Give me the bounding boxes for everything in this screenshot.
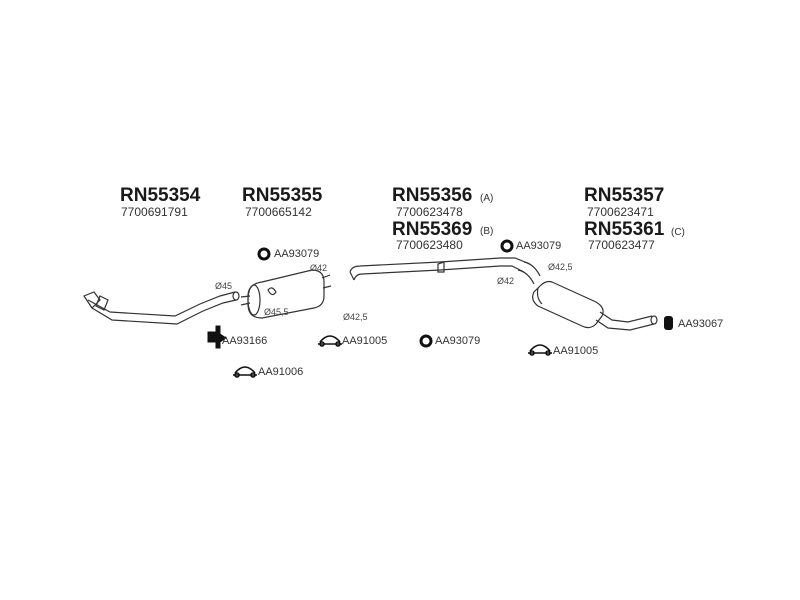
group-number-rn55369: 7700623480 bbox=[396, 238, 463, 252]
group-code-rn55355: RN55355 bbox=[242, 185, 323, 206]
group-number-rn55357: 7700623471 bbox=[587, 205, 654, 219]
part-label-clamp-right: AA91005 bbox=[553, 345, 599, 357]
group-number-rn55356: 7700623478 bbox=[396, 205, 463, 219]
intermediate-silencer bbox=[240, 269, 332, 319]
part-label-end-mount: AA93067 bbox=[678, 318, 724, 330]
group-code-rn55369: RN55369 bbox=[392, 219, 473, 240]
group-number-rn55354: 7700691791 bbox=[121, 205, 188, 219]
part-label-ring-mid-top: AA93079 bbox=[516, 240, 562, 252]
group-number-rn55355: 7700665142 bbox=[245, 205, 312, 219]
front-pipe bbox=[83, 291, 240, 325]
group-code-rn55356: RN55356 bbox=[392, 185, 473, 206]
part-label-clamp-left: AA91006 bbox=[258, 366, 304, 378]
dim-label-45: Ø45 bbox=[215, 281, 233, 291]
group-code-rn55357: RN55357 bbox=[584, 185, 665, 206]
part-label-clamp-mid: AA91005 bbox=[342, 335, 388, 347]
group-code-rn55354: RN55354 bbox=[120, 185, 201, 206]
hanger-icon bbox=[207, 325, 227, 349]
end-mount-icon bbox=[664, 316, 673, 330]
clamp-right-icon bbox=[528, 344, 552, 356]
dim-label-42-b: Ø42 bbox=[497, 276, 515, 286]
dim-label-42-5-a: Ø42,5 bbox=[343, 312, 368, 322]
group-suffix-c: (C) bbox=[671, 227, 685, 238]
clamp-left-icon bbox=[233, 366, 257, 378]
group-number-rn55361: 7700623477 bbox=[588, 238, 655, 252]
ring-mid-top-icon bbox=[500, 239, 514, 253]
clamp-mid-icon bbox=[318, 335, 342, 347]
part-label-hanger: AA93166 bbox=[222, 335, 268, 347]
part-label-ring-left: AA93079 bbox=[274, 248, 320, 260]
centre-pipe bbox=[349, 257, 541, 285]
dim-label-42-5-b: Ø42,5 bbox=[548, 262, 573, 272]
rear-silencer bbox=[532, 280, 658, 331]
dim-label-42-a: Ø42 bbox=[310, 263, 328, 273]
ring-mid-low-icon bbox=[419, 334, 433, 348]
part-label-ring-mid-low: AA93079 bbox=[435, 335, 481, 347]
group-suffix-b: (B) bbox=[480, 226, 494, 237]
ring-left-icon bbox=[257, 247, 271, 261]
group-code-rn55361: RN55361 bbox=[584, 219, 665, 240]
group-suffix-a: (A) bbox=[480, 193, 494, 204]
dim-label-45-5: Ø45,5 bbox=[264, 307, 289, 317]
